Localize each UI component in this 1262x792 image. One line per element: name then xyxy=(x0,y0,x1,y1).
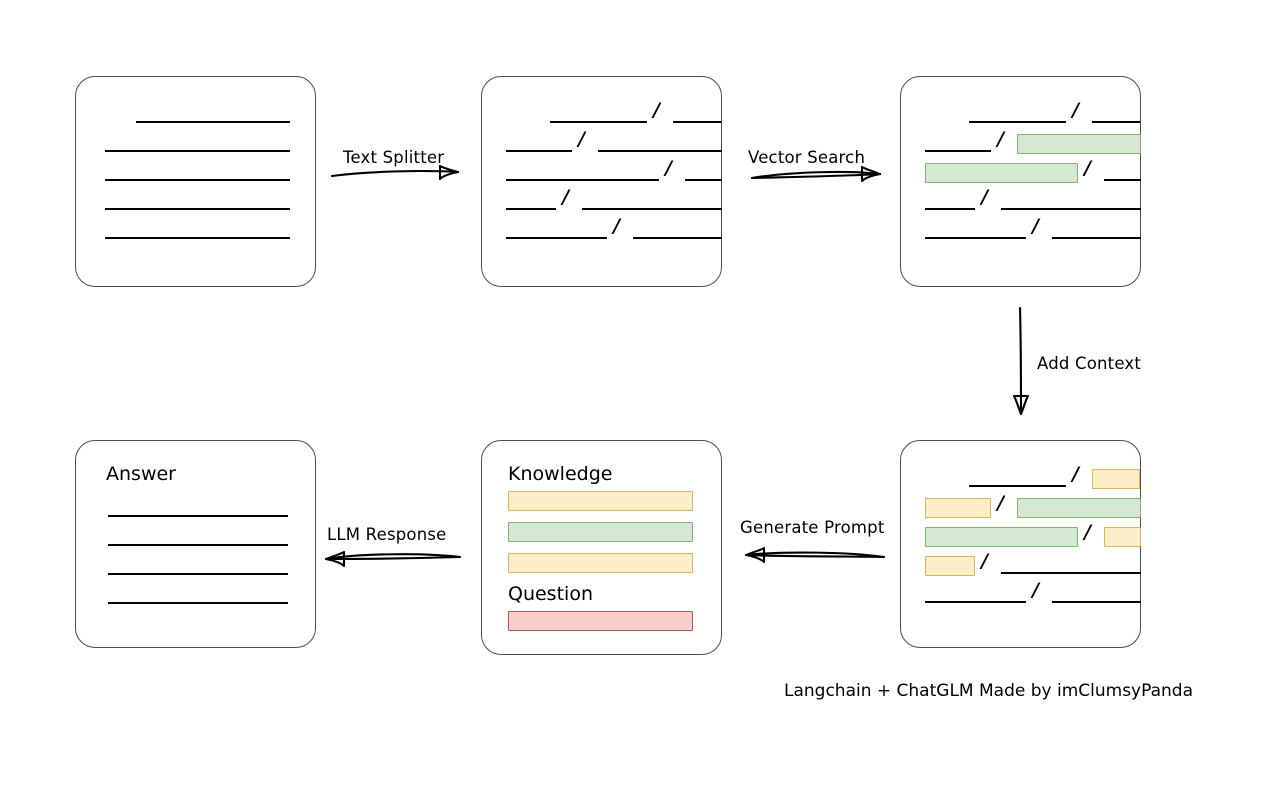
knowledge-heading: Knowledge xyxy=(508,463,613,485)
matched-chunk-line-segment xyxy=(1092,121,1140,123)
arrow-llm-response xyxy=(324,550,462,568)
arrow-label-generate-prompt: Generate Prompt xyxy=(740,518,885,537)
answer-heading: Answer xyxy=(106,463,176,485)
question-bar xyxy=(508,611,693,631)
context-chunk-separator: / xyxy=(981,550,988,572)
context-chunk-line-segment xyxy=(925,601,1026,603)
split-chunk-line-segment xyxy=(598,150,722,152)
knowledge-bar xyxy=(508,553,693,573)
arrow-label-llm-response: LLM Response xyxy=(327,525,447,544)
context-chunk-highlight-green xyxy=(1017,498,1141,518)
matched-chunk-line-segment xyxy=(1001,208,1141,210)
matched-chunk-separator: / xyxy=(997,128,1004,150)
split-chunk-line-segment xyxy=(582,208,722,210)
split-chunk-line-segment xyxy=(685,179,722,181)
arrow-add-context xyxy=(1012,306,1030,416)
context-chunk-line-segment xyxy=(969,485,1066,487)
source-document-box[interactable] xyxy=(75,76,316,287)
split-chunk-separator: / xyxy=(665,157,672,179)
context-chunk-highlight-yellow xyxy=(925,498,991,518)
document-line xyxy=(105,237,290,239)
split-chunks-box[interactable]: / / / / / xyxy=(481,76,722,287)
matched-chunk-separator: / xyxy=(1072,99,1079,121)
context-chunk-line-segment xyxy=(1001,572,1141,574)
arrow-label-vector-search: Vector Search xyxy=(748,148,866,167)
arrow-vector-search xyxy=(750,165,882,183)
answer-line xyxy=(108,573,288,575)
arrow-text-splitter xyxy=(330,164,460,181)
arrow-generate-prompt xyxy=(744,546,886,564)
prompt-box[interactable]: Knowledge Question xyxy=(481,440,722,655)
matched-chunk-line-segment xyxy=(969,121,1066,123)
split-chunk-separator: / xyxy=(562,186,569,208)
split-chunk-line-segment xyxy=(506,150,572,152)
matched-chunk-line-segment xyxy=(1052,237,1141,239)
arrow-label-add-context: Add Context xyxy=(1037,354,1142,373)
matched-chunks-box[interactable]: / / / / / xyxy=(900,76,1141,287)
context-chunk-separator: / xyxy=(1084,521,1091,543)
context-chunk-separator: / xyxy=(1072,463,1079,485)
footer-credit: Langchain + ChatGLM Made by imClumsyPand… xyxy=(784,681,1193,701)
question-heading: Question xyxy=(508,583,593,605)
split-chunk-line-segment xyxy=(506,208,556,210)
matched-chunk-highlight-green xyxy=(925,163,1078,183)
split-chunk-separator: / xyxy=(578,128,585,150)
context-chunks-box[interactable]: / / / / / xyxy=(900,440,1141,648)
matched-chunk-separator: / xyxy=(1084,157,1091,179)
matched-chunk-line-segment xyxy=(925,208,975,210)
context-chunk-separator: / xyxy=(1032,579,1039,601)
arrow-label-text-splitter: Text Splitter xyxy=(343,148,445,167)
context-chunk-highlight-yellow xyxy=(1092,469,1140,489)
split-chunk-line-segment xyxy=(673,121,721,123)
split-chunk-line-segment xyxy=(550,121,647,123)
matched-chunk-highlight-green xyxy=(1017,134,1141,154)
split-chunk-separator: / xyxy=(613,215,620,237)
knowledge-bar xyxy=(508,491,693,511)
matched-chunk-line-segment xyxy=(1104,179,1141,181)
context-chunk-separator: / xyxy=(997,492,1004,514)
matched-chunk-line-segment xyxy=(925,150,991,152)
knowledge-bar xyxy=(508,522,693,542)
document-line xyxy=(105,208,290,210)
context-chunk-highlight-green xyxy=(925,527,1078,547)
context-chunk-highlight-yellow xyxy=(925,556,975,576)
split-chunk-separator: / xyxy=(653,99,660,121)
document-line xyxy=(105,150,290,152)
split-chunk-line-segment xyxy=(506,237,607,239)
context-chunk-highlight-yellow xyxy=(1104,527,1141,547)
matched-chunk-separator: / xyxy=(1032,215,1039,237)
document-line xyxy=(136,121,290,123)
answer-box[interactable]: Answer xyxy=(75,440,316,648)
matched-chunk-separator: / xyxy=(981,186,988,208)
document-line xyxy=(105,179,290,181)
answer-line xyxy=(108,544,288,546)
split-chunk-line-segment xyxy=(633,237,722,239)
answer-line xyxy=(108,515,288,517)
context-chunk-line-segment xyxy=(1052,601,1141,603)
answer-line xyxy=(108,602,288,604)
split-chunk-line-segment xyxy=(506,179,659,181)
matched-chunk-line-segment xyxy=(925,237,1026,239)
